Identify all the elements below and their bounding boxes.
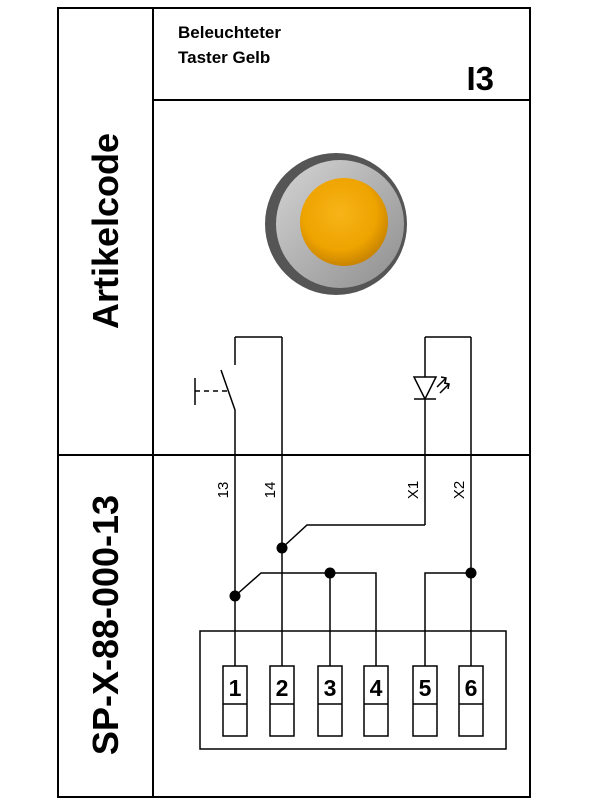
terminal-5: 5	[412, 665, 438, 737]
article-code: I3	[466, 60, 494, 97]
terminal-6: 6	[458, 665, 484, 737]
wire-label-14: 14	[262, 482, 279, 499]
terminal-4: 4	[363, 665, 389, 737]
terminal-label-3: 3	[324, 675, 337, 701]
wire-label-13: 13	[215, 482, 232, 499]
terminal-1: 1	[222, 665, 248, 737]
push-button-switch-symbol	[194, 336, 283, 455]
part-number-label: SP-X-88-000-13	[85, 495, 126, 755]
frame	[57, 7, 531, 798]
title-line-1: Beleuchteter	[178, 23, 281, 42]
terminal-label-4: 4	[370, 675, 383, 701]
title-line-2: Taster Gelb	[178, 48, 270, 67]
illuminated-push-button-image	[265, 153, 407, 295]
terminal-3: 3	[317, 665, 343, 737]
led-symbol	[412, 336, 472, 455]
terminal-label-1: 1	[229, 675, 242, 701]
terminal-label-6: 6	[465, 675, 478, 701]
artikelcode-label: Artikelcode	[85, 133, 126, 329]
wire-label-x2: X2	[451, 481, 468, 499]
terminal-label-2: 2	[276, 675, 289, 701]
terminal-2: 2	[269, 665, 295, 737]
junction-dots	[229, 542, 477, 602]
terminal-label-5: 5	[419, 675, 432, 701]
lower-wiring	[199, 455, 507, 750]
wire-label-x1: X1	[405, 481, 422, 499]
